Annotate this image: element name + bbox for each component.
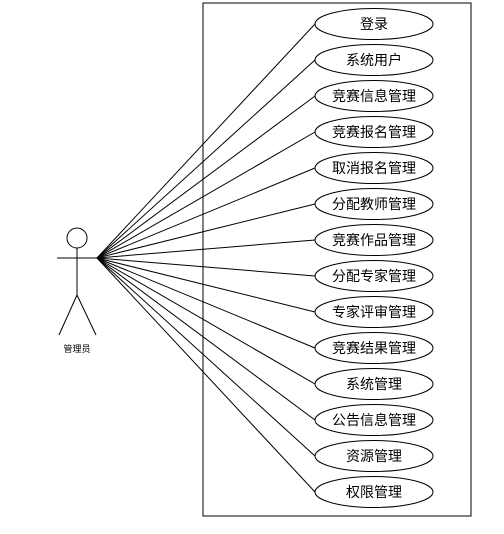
system-boundary — [202, 2, 472, 517]
use-case-ellipse — [314, 44, 434, 76]
actor-figure: 管理员 — [57, 227, 97, 355]
use-case: 分配教师管理 — [314, 188, 434, 220]
use-case-ellipse — [314, 260, 434, 292]
use-case: 系统管理 — [314, 368, 434, 400]
use-case-ellipse — [314, 8, 434, 40]
use-case-ellipse — [314, 116, 434, 148]
use-case-list: 登录系统用户竞赛信息管理竞赛报名管理取消报名管理分配教师管理竞赛作品管理分配专家… — [314, 8, 434, 508]
use-case-label: 竞赛作品管理 — [332, 232, 416, 249]
actor-label: 管理员 — [63, 343, 90, 355]
use-case-label: 系统用户 — [346, 52, 402, 69]
association-lines — [96, 23, 316, 493]
association-line — [96, 257, 316, 277]
association-line — [96, 257, 316, 385]
use-case: 系统用户 — [314, 44, 434, 76]
use-case-label: 分配专家管理 — [332, 268, 416, 285]
use-case-label: 权限管理 — [346, 485, 402, 501]
association-line — [96, 203, 316, 259]
use-case-ellipse — [314, 368, 434, 400]
association-line — [96, 257, 316, 421]
use-case: 权限管理 — [314, 476, 434, 508]
use-case: 登录 — [314, 8, 434, 40]
use-case-ellipse — [314, 440, 434, 472]
use-case: 竞赛信息管理 — [314, 80, 434, 112]
use-case: 竞赛作品管理 — [314, 224, 434, 256]
association-line — [96, 257, 316, 493]
use-case-ellipse — [314, 224, 434, 256]
association-line — [96, 131, 316, 259]
association-line — [96, 257, 316, 313]
association-line — [96, 95, 316, 259]
use-case: 分配专家管理 — [314, 260, 434, 292]
use-case: 专家评审管理 — [314, 296, 434, 328]
use-case: 竞赛结果管理 — [314, 332, 434, 364]
use-case: 竞赛报名管理 — [314, 116, 434, 148]
association-line — [96, 257, 316, 457]
use-case-label: 登录 — [360, 17, 388, 33]
use-case-label: 专家评审管理 — [332, 304, 416, 321]
use-case-label: 资源管理 — [346, 449, 402, 465]
use-case-label: 取消报名管理 — [332, 161, 416, 177]
association-line — [96, 167, 316, 259]
use-case: 取消报名管理 — [314, 152, 434, 184]
use-case: 资源管理 — [314, 440, 434, 472]
use-case-label: 公告信息管理 — [332, 412, 416, 429]
use-case-label: 竞赛信息管理 — [332, 88, 416, 105]
use-case: 公告信息管理 — [314, 404, 434, 436]
use-case-ellipse — [314, 152, 434, 184]
association-line — [96, 59, 316, 259]
association-line — [96, 257, 316, 349]
use-case-ellipse — [314, 476, 434, 508]
use-case-label: 竞赛结果管理 — [332, 340, 416, 357]
use-case-ellipse — [314, 404, 434, 436]
actor-head — [66, 227, 88, 249]
association-line — [96, 239, 316, 259]
association-line — [96, 23, 316, 259]
use-case-label: 系统管理 — [346, 377, 402, 393]
use-case-label: 分配教师管理 — [332, 197, 416, 213]
actor-right-leg — [76, 294, 97, 336]
use-case-label: 竞赛报名管理 — [332, 124, 416, 141]
use-case-ellipse — [314, 80, 434, 112]
use-case-ellipse — [314, 188, 434, 220]
use-case-ellipse — [314, 296, 434, 328]
actor-left-leg — [58, 294, 78, 336]
use-case-ellipse — [314, 332, 434, 364]
